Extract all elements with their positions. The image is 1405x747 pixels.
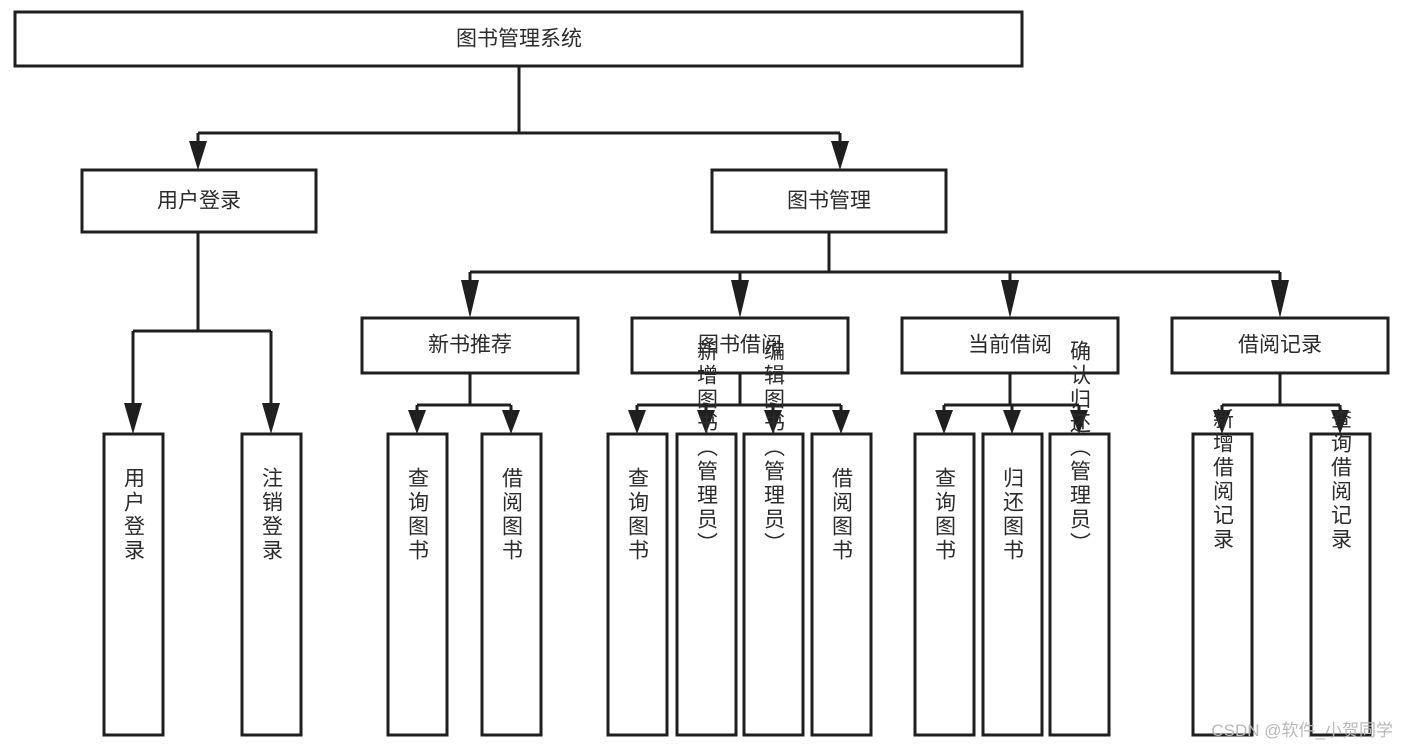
leaf-query-book-1-label: 查询图书: [406, 467, 430, 563]
leaf-add-record-label: 新增借阅记录: [1211, 408, 1235, 552]
arrowhead-leaf-query-book-1-icon: [408, 410, 426, 434]
node-book-management-label: 图书管理: [787, 190, 871, 213]
leaf-query-record-box[interactable]: [1309, 432, 1372, 737]
node-root-label: 图书管理系统: [456, 28, 582, 51]
leaf-edit-book[interactable]: 编辑图书（管理员）: [742, 340, 805, 737]
connector-group-user-login: [124, 232, 280, 434]
node-borrow-record[interactable]: 借阅记录: [1170, 316, 1390, 375]
leaf-add-record[interactable]: 新增借阅记录: [1191, 408, 1254, 737]
leaf-confirm-return-label: 确认归还（管理员）: [1068, 340, 1092, 556]
node-root[interactable]: 图书管理系统: [13, 10, 1024, 68]
leaf-add-book[interactable]: 新增图书（管理员）: [675, 340, 738, 737]
leaf-query-book-1-box[interactable]: [386, 432, 449, 737]
node-user-login-label: 用户登录: [157, 190, 241, 213]
leaf-logout-login[interactable]: 注销登录: [240, 432, 303, 737]
leaf-return-book[interactable]: 归还图书: [981, 432, 1044, 737]
node-current-borrow-label: 当前借阅: [968, 334, 1052, 357]
node-book-borrow-label: 图书借阅: [698, 334, 782, 357]
leaf-borrow-book-1-box[interactable]: [480, 432, 543, 737]
csdn-watermark: CSDN @软件_小贺同学: [1211, 721, 1393, 740]
leaf-user-login-box[interactable]: [102, 432, 165, 737]
leaf-borrow-book-2-label: 借阅图书: [830, 467, 854, 563]
node-user-login[interactable]: 用户登录: [80, 168, 318, 234]
connector-group-book-management: [461, 232, 1289, 318]
node-book-management-box[interactable]: [710, 168, 948, 234]
leaf-query-book-3[interactable]: 查询图书: [913, 432, 976, 737]
node-root-box[interactable]: [13, 10, 1024, 68]
leaf-query-record-label: 查询借阅记录: [1329, 408, 1353, 552]
leaf-query-book-2-label: 查询图书: [626, 467, 650, 563]
arrowhead-leaf-borrow-book-2-icon: [832, 410, 850, 434]
node-book-borrow-box[interactable]: [630, 316, 850, 375]
leaf-query-book-1[interactable]: 查询图书: [386, 432, 449, 737]
arrowhead-user-login-icon: [189, 141, 207, 170]
leaf-return-book-label: 归还图书: [1001, 467, 1025, 563]
arrowhead-book-borrow-icon: [731, 280, 749, 318]
connector-group-root: [189, 66, 849, 170]
leaf-user-login-label: 用户登录: [122, 467, 146, 563]
node-book-management[interactable]: 图书管理: [710, 168, 948, 234]
leaf-query-book-3-box[interactable]: [913, 432, 976, 737]
arrowhead-leaf-return-book-icon: [1003, 410, 1021, 434]
leaf-return-book-box[interactable]: [981, 432, 1044, 737]
arrowhead-leaf-add-book-icon: [697, 410, 715, 434]
arrowhead-leaf-edit-book-icon: [764, 410, 782, 434]
leaf-borrow-book-2[interactable]: 借阅图书: [810, 432, 873, 737]
arrowhead-leaf-query-book-3-icon: [935, 410, 953, 434]
connector-group-book-borrow: [628, 373, 850, 434]
leaf-edit-book-box[interactable]: [742, 432, 805, 737]
leaf-borrow-book-2-box[interactable]: [810, 432, 873, 737]
leaf-borrow-book-1-label: 借阅图书: [500, 467, 524, 563]
arrowhead-leaf-add-record-icon: [1213, 410, 1231, 434]
arrowhead-borrow-record-icon: [1271, 280, 1289, 318]
node-user-login-box[interactable]: [80, 168, 318, 234]
node-book-borrow[interactable]: 图书借阅: [630, 316, 850, 375]
arrowhead-book-management-icon: [831, 141, 849, 170]
leaf-query-record[interactable]: 查询借阅记录: [1309, 408, 1372, 737]
leaf-user-login[interactable]: 用户登录: [102, 432, 165, 737]
leaf-add-record-box[interactable]: [1191, 432, 1254, 737]
node-current-borrow[interactable]: 当前借阅: [900, 316, 1120, 375]
node-new-book-recommend-box[interactable]: [360, 316, 580, 375]
leaf-query-book-3-label: 查询图书: [933, 467, 957, 563]
arrowhead-new-book-recommend-icon: [461, 280, 479, 318]
node-current-borrow-box[interactable]: [900, 316, 1120, 375]
arrowhead-leaf-query-book-2-icon: [628, 410, 646, 434]
connector-group-current-borrow: [935, 373, 1088, 434]
arrowhead-leaf-user-login-icon: [124, 403, 142, 434]
arrowhead-leaf-query-record-icon: [1331, 410, 1349, 434]
leaf-add-book-label: 新增图书（管理员）: [695, 340, 719, 556]
leaf-logout-login-box[interactable]: [240, 432, 303, 737]
node-new-book-recommend-label: 新书推荐: [428, 334, 512, 357]
leaf-borrow-book-1[interactable]: 借阅图书: [480, 432, 543, 737]
arrowhead-current-borrow-icon: [1001, 280, 1019, 318]
arrowhead-leaf-logout-login-icon: [262, 403, 280, 434]
leaf-logout-login-label: 注销登录: [260, 467, 284, 563]
node-borrow-record-box[interactable]: [1170, 316, 1390, 375]
leaf-query-book-2-box[interactable]: [606, 432, 669, 737]
arrowhead-leaf-borrow-book-1-icon: [502, 410, 520, 434]
leaf-query-book-2[interactable]: 查询图书: [606, 432, 669, 737]
leaf-add-book-box[interactable]: [675, 432, 738, 737]
node-new-book-recommend[interactable]: 新书推荐: [360, 316, 580, 375]
leaf-confirm-return[interactable]: 确认归还（管理员）: [1048, 340, 1111, 737]
node-borrow-record-label: 借阅记录: [1238, 334, 1322, 357]
connector-group-new-book-recommend: [408, 373, 520, 434]
connector-group-borrow-record: [1213, 373, 1349, 434]
arrowhead-leaf-confirm-return-icon: [1070, 410, 1088, 434]
leaf-confirm-return-box[interactable]: [1048, 432, 1111, 737]
leaf-edit-book-label: 编辑图书（管理员）: [762, 340, 786, 556]
